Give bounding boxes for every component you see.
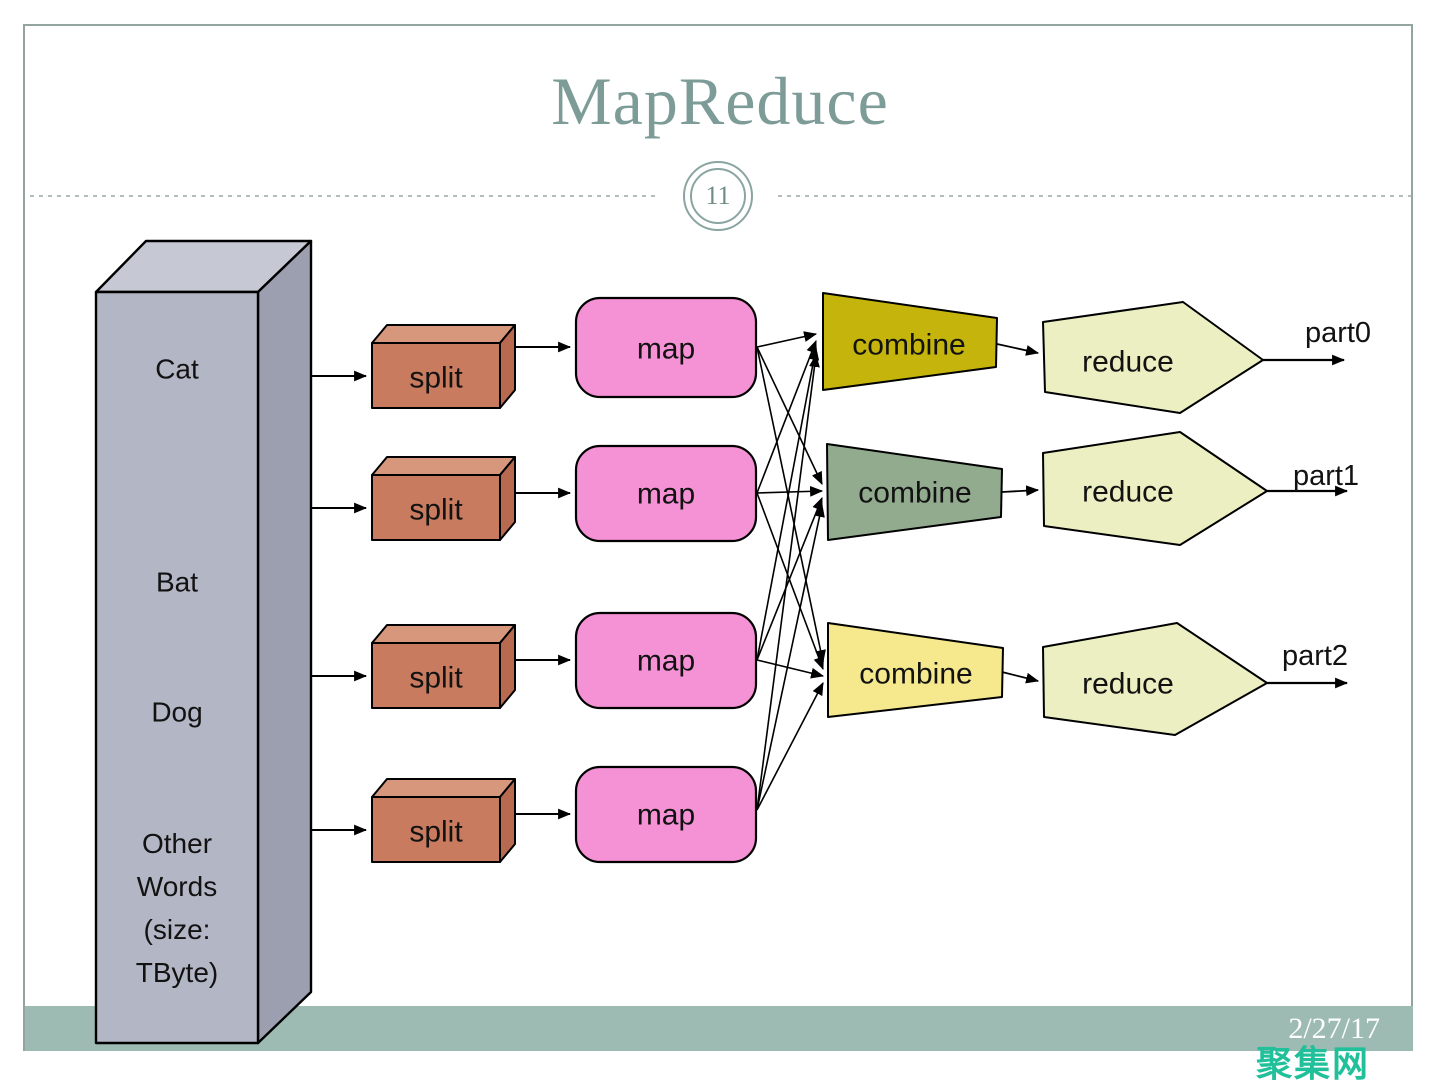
split-box-3 [371,624,516,709]
map-to-combine-arrows [756,331,826,811]
split-node-label: split [409,661,463,695]
input-size-note: Other Words (size: TByte) [97,822,257,994]
input-note-line: (size: [143,914,211,945]
map-node-label: map [636,477,696,511]
split-node-label: split [409,361,463,395]
reduce-shapes [1042,301,1268,736]
slide-date: 2/27/17 [1288,1012,1380,1045]
output-label-part1: part1 [1292,460,1360,493]
map-box-1 [574,296,758,399]
combine-shape-1 [822,292,998,391]
reduce-to-output-arrows [1263,354,1349,689]
combine-shapes [822,292,1004,718]
input-word-cat: Cat [155,353,199,385]
slide-title: MapReduce [551,63,889,139]
output-label-part0: part0 [1304,317,1372,350]
split-box-4 [371,778,516,863]
split-box-shapes [371,324,516,863]
input-note-line: Other [141,828,213,859]
map-box-3 [574,611,758,710]
map-node-label: map [636,644,696,678]
combine-to-reduce-arrows [996,343,1040,684]
reduce-shape-2 [1042,431,1268,546]
map-node-label: map [636,332,696,366]
input-word-dog: Dog [151,696,203,728]
split-box-2 [371,456,516,541]
split-box-1 [371,324,516,409]
reduce-shape-3 [1042,622,1268,736]
map-box-shapes [574,296,758,864]
split-to-map-arrows [516,341,572,820]
map-box-2 [574,444,758,543]
combine-node-label: combine [858,476,972,510]
page-badge-inner-ring: 11 [690,168,746,224]
page-number: 11 [705,181,731,210]
reduce-shape-1 [1042,301,1264,414]
input-note-line: Words [136,871,218,902]
combine-node-label: combine [859,657,973,691]
output-label-part2: part2 [1281,640,1349,673]
combine-node-label: combine [852,328,966,362]
combine-shape-3 [827,622,1004,718]
input-to-split-arrows [312,370,368,836]
reduce-node-label: reduce [1082,475,1174,509]
input-datastore-shape [94,239,313,1045]
watermark-text: 聚集网 [1256,1043,1371,1080]
split-node-label: split [409,493,463,527]
combine-shape-2 [826,443,1003,541]
page-number-badge: 11 [683,161,753,231]
input-word-bat: Bat [155,566,199,598]
reduce-node-label: reduce [1082,667,1174,701]
split-node-label: split [409,815,463,849]
map-box-4 [574,765,758,864]
map-node-label: map [636,798,696,832]
input-note-line: TByte) [135,957,219,988]
reduce-node-label: reduce [1082,345,1174,379]
